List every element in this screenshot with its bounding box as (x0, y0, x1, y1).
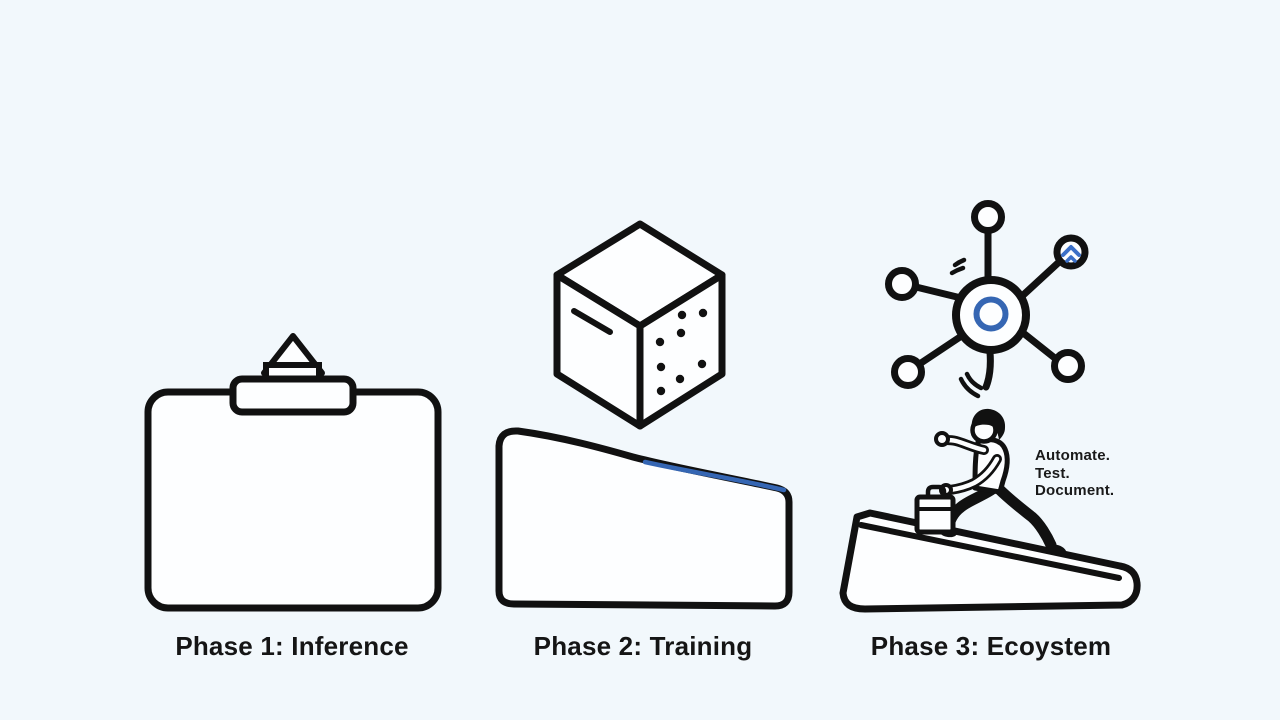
person-fist (934, 431, 950, 447)
clipboard-icon (144, 333, 442, 612)
toolbox-body (914, 494, 956, 535)
phase2-label: Phase 2: Training (533, 631, 753, 661)
dice-cube-icon (553, 220, 726, 430)
toolbox-handle (925, 484, 947, 497)
annotation-line: Test. (1035, 464, 1070, 482)
ramp-climber-illustration (839, 408, 1141, 613)
phase1-label: Phase 1: Inference (175, 631, 409, 661)
accent-line (642, 459, 787, 493)
hub-nodes (885, 200, 1089, 389)
node-lower-left (891, 355, 925, 389)
cube-slot-line (571, 308, 613, 335)
clipboard-clip (229, 375, 357, 416)
upgrade-chevron-icon (1061, 245, 1081, 263)
slab-outline (495, 427, 793, 610)
node-upper-right (1053, 234, 1089, 270)
node-top (971, 200, 1005, 234)
person-hair (971, 408, 1006, 440)
person-lower-arm-fill (947, 456, 1000, 493)
ramp-edge-line (858, 522, 1122, 581)
node-left (885, 267, 919, 301)
annotation-line: Automate. (1035, 447, 1111, 464)
hub-center (952, 276, 1030, 354)
hub-spokes (912, 227, 1062, 391)
phase3-annotation: Automate. Test. Document. (1035, 447, 1114, 500)
motion-dashes (949, 257, 984, 399)
hub-blue-ring (973, 296, 1009, 332)
cube-pips (655, 308, 708, 396)
network-hub-icon (885, 200, 1089, 399)
clipboard-board (144, 388, 442, 612)
phase3-label: Phase 3: Ecoystem (870, 631, 1112, 661)
person-back-leg (993, 483, 1057, 551)
annotation-line: Document. (1035, 482, 1115, 499)
node-lower-right (1051, 349, 1085, 383)
climbing-person (914, 408, 1067, 556)
training-slab-shape (495, 427, 793, 610)
person-back-shoe (1047, 544, 1067, 556)
